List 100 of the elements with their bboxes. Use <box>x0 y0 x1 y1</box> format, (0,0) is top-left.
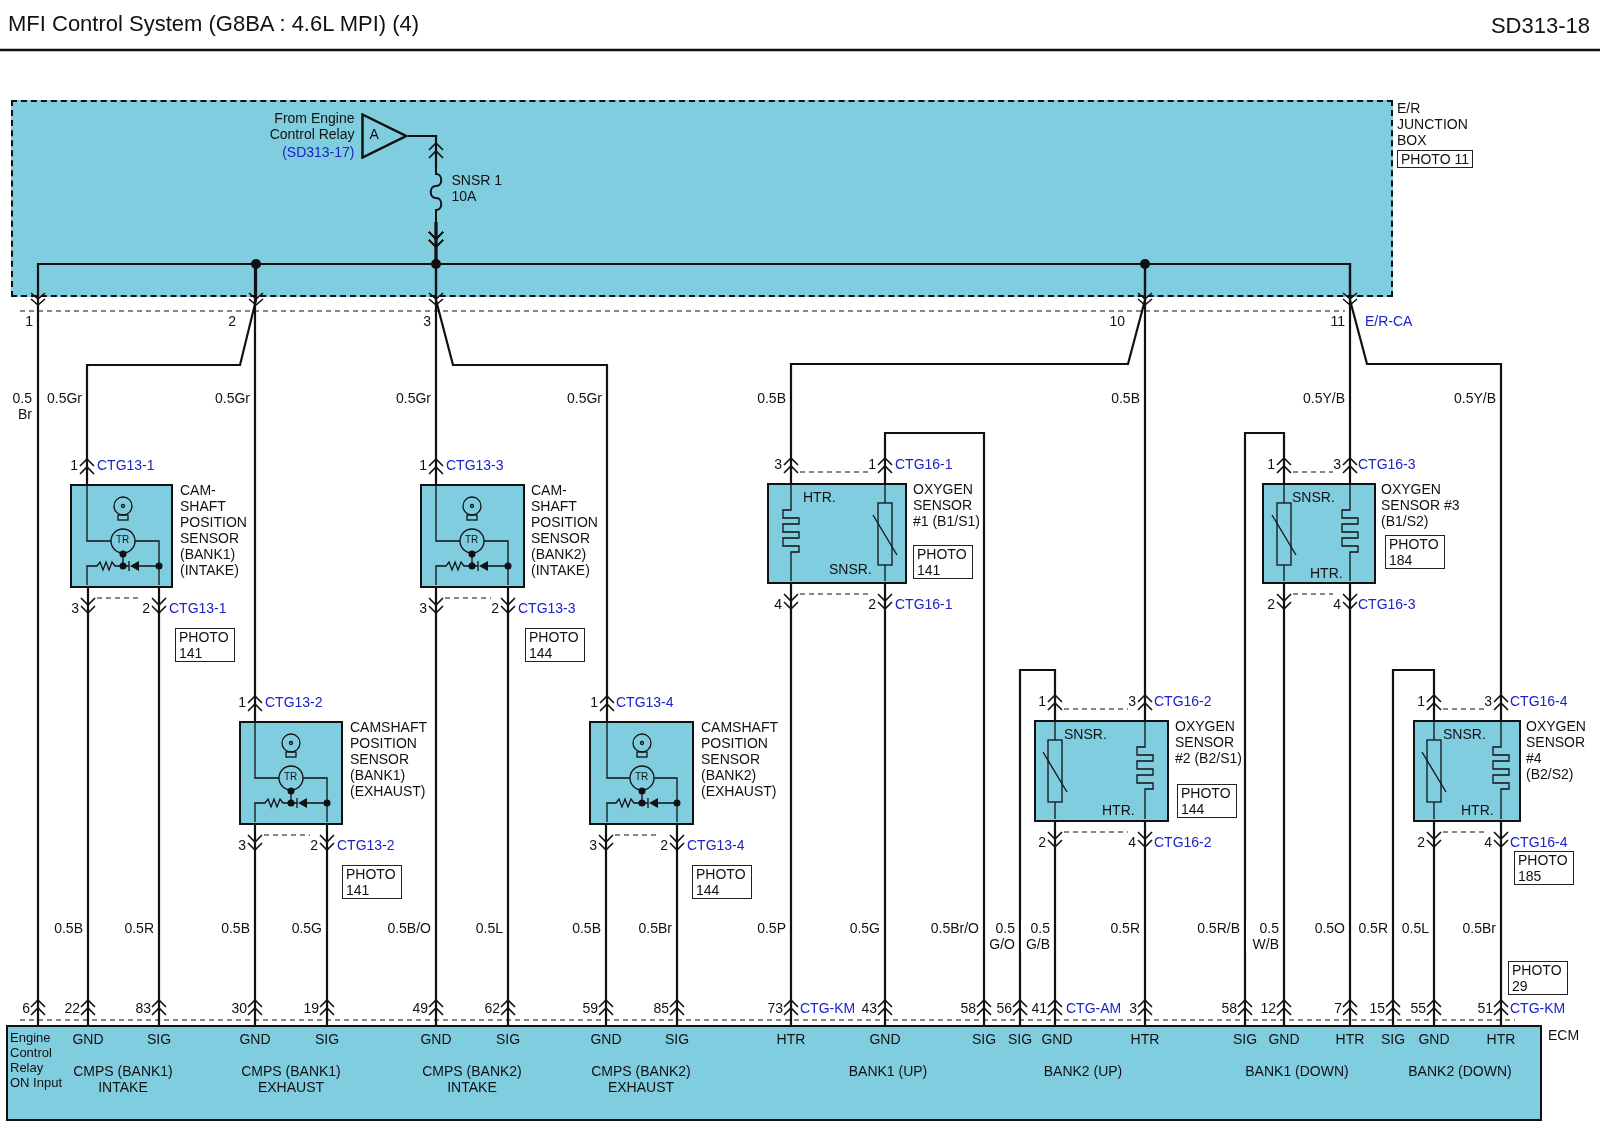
component-label: OXYGEN SENSOR #3 (B1/S2) <box>1381 481 1461 529</box>
pin-number: 4 <box>1484 834 1492 850</box>
wire <box>1493 822 1509 1025</box>
pin-number: 3 <box>1129 1000 1137 1016</box>
pin-number: 1 <box>70 457 78 473</box>
pin-number: 4 <box>774 596 782 612</box>
pin-number: 3 <box>1128 693 1136 709</box>
connector-label: CTG-KM <box>1510 1000 1566 1016</box>
wire-label: 0.5B <box>1110 390 1141 406</box>
component-label: OXYGEN SENSOR #4 (B2/S2) <box>1526 718 1587 782</box>
connector-label: CTG13-2 <box>265 694 323 710</box>
pin-number: 2 <box>660 837 668 853</box>
pin-label: SIG <box>1231 1031 1259 1047</box>
pin-number: 2 <box>1267 596 1275 612</box>
pin-number: 43 <box>861 1000 877 1016</box>
wire <box>1137 822 1153 1025</box>
element-label: TR <box>465 534 479 546</box>
connector-label: CTG13-2 <box>337 837 395 853</box>
element-label: SNSR. <box>1443 726 1486 742</box>
wire-label: 0.5P <box>756 920 787 936</box>
pin-label: SIG <box>970 1031 998 1047</box>
group-label: BANK2 (UP) <box>1042 1063 1124 1079</box>
pin-number: 2 <box>1417 834 1425 850</box>
input-label: Engine Control Relay ON Input <box>10 1030 64 1090</box>
connector-label: CTG13-4 <box>687 837 745 853</box>
wire <box>408 134 444 168</box>
photo-reference: PHOTO 29 <box>1508 961 1568 995</box>
pin-number: 62 <box>484 1000 500 1016</box>
photo-reference: PHOTO 11 <box>1397 150 1473 168</box>
fuse-label: SNSR 1 10A <box>451 171 504 204</box>
component-label: CAMSHAFT POSITION SENSOR (BANK2) (EXHAUST) <box>701 719 779 799</box>
wire <box>500 588 516 1025</box>
wire-label: 0.5Gr <box>46 390 83 406</box>
pin-label: SIG <box>313 1031 341 1047</box>
wire-label: 0.5B <box>756 390 787 406</box>
pin-number: 11 <box>1330 313 1345 329</box>
wire-label: 0.5G <box>848 920 881 936</box>
element-label: HTR. <box>1102 802 1135 818</box>
wire <box>319 825 335 1025</box>
wire-label: 0.5B <box>220 920 251 936</box>
pin-number: 56 <box>996 1000 1012 1016</box>
element-label: SNSR. <box>829 561 872 577</box>
wire <box>669 825 685 1025</box>
page-code: SD313-18 <box>1490 14 1590 38</box>
element-label: TR <box>284 771 298 783</box>
wire-label: 0.5B/O <box>386 920 432 936</box>
connector-label: CTG13-1 <box>97 457 155 473</box>
element-label: SNSR. <box>1064 726 1107 742</box>
connector-label: CTG13-3 <box>446 457 504 473</box>
wire <box>598 825 614 1025</box>
pin-number: 58 <box>1221 1000 1237 1016</box>
pin-number: 41 <box>1031 1000 1047 1016</box>
wire-label: 0.5L <box>1400 920 1430 936</box>
pin-number: 1 <box>1267 456 1275 472</box>
pin-number: 2 <box>491 600 499 616</box>
pin-number: 3 <box>1333 456 1341 472</box>
pin-label: SIG <box>494 1031 522 1047</box>
pin-number: 85 <box>653 1000 669 1016</box>
group-label: BANK1 (DOWN) <box>1244 1063 1350 1079</box>
pin-label: SIG <box>663 1031 691 1047</box>
reference-link: (SD313-17) <box>282 143 355 160</box>
pin-number: 4 <box>1128 834 1136 850</box>
connector-letter: A <box>369 125 379 142</box>
pin-label: GND <box>1417 1031 1451 1047</box>
photo-reference: PHOTO 184 <box>1385 535 1445 569</box>
pin-number: 83 <box>135 1000 151 1016</box>
component-label: CAMSHAFT POSITION SENSOR (BANK1) (EXHAUST) <box>350 719 428 799</box>
pin-label: GND <box>1267 1031 1301 1047</box>
pin-number: 6 <box>22 1000 30 1016</box>
pin-number: 2 <box>868 596 876 612</box>
pin-label: SIG <box>1006 1031 1034 1047</box>
pin-number: 2 <box>228 313 236 329</box>
component-label: ECM <box>1548 1027 1580 1043</box>
pin-label: GND <box>589 1031 623 1047</box>
pin-number: 3 <box>423 313 431 329</box>
wire <box>80 588 96 1025</box>
pin-number: 1 <box>419 457 427 473</box>
wire-label: 0.5Y/B <box>1301 390 1346 406</box>
wire-label: 0.5O <box>1313 920 1346 936</box>
component-label: CAM- SHAFT POSITION SENSOR (BANK1) (INTAKE) <box>180 482 248 578</box>
photo-reference: PHOTO 144 <box>1177 784 1237 818</box>
pin-number: 49 <box>412 1000 428 1016</box>
connector-label: CTG16-1 <box>895 596 953 612</box>
element-label: TR <box>116 534 130 546</box>
pin-label: HTR <box>775 1031 807 1047</box>
pin-number: 3 <box>1484 693 1492 709</box>
pin-label: GND <box>71 1031 105 1047</box>
wire <box>783 584 799 1025</box>
connector-label: CTG13-3 <box>518 600 576 616</box>
wire-label: 0.5Br <box>637 920 673 936</box>
pin-number: 2 <box>142 600 150 616</box>
group-label: CMPS (BANK1) INTAKE <box>72 1063 174 1095</box>
wire-label: 0.5Gr <box>395 390 432 406</box>
element-label: HTR. <box>1310 565 1343 581</box>
pin-number: 58 <box>960 1000 976 1016</box>
wire <box>1385 668 1442 1025</box>
pin-number: 2 <box>310 837 318 853</box>
wire-label: 0.5B <box>53 920 84 936</box>
wire <box>877 584 893 1025</box>
wire-label: 0.5R <box>1357 920 1389 936</box>
